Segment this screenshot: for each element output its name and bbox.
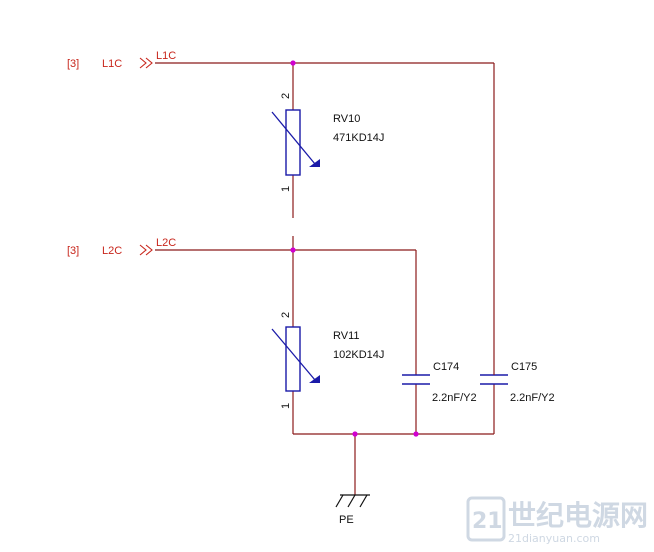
rv10-ref: RV10 [333,113,360,125]
rv11-pin-top: 2 [280,312,292,318]
rv11-pin-bottom: 1 [280,403,292,409]
watermark: 21 世纪电源网 21dianyuan.com [466,496,648,545]
rv10-value: 471KD14J [333,132,384,144]
port-l1c-chevron-2 [145,57,153,69]
ground-hatch [335,494,344,508]
c175-ref: C175 [511,361,537,373]
varistor-rv11 [271,326,320,392]
port-l2c-name: L2C [102,245,122,257]
varistor-slash [271,328,316,381]
rv11-value: 102KD14J [333,349,384,361]
port-l1c-name: L1C [102,58,122,70]
c174-ref: C174 [433,361,459,373]
varistor-body [285,326,301,392]
varistor-rv10 [271,109,320,176]
port-l1c-chevron-1 [139,57,147,69]
port-l1c-sheet-ref: [3] [67,58,79,70]
ground-hatch [359,494,368,508]
net-label-l1c: L1C [156,50,176,62]
wires [155,62,495,495]
varistor-body [285,109,301,176]
rv11-ref: RV11 [333,330,360,342]
rv10-pin-top: 2 [280,93,292,99]
ground-hatch [347,494,356,508]
varistor-arrow [309,159,320,167]
watermark-text: 世纪电源网 [508,499,648,532]
port-l2c-chevron-1 [139,244,147,256]
junction-dot [290,60,296,66]
varistor-arrow [309,375,320,383]
junction-dot [290,247,296,253]
junction-dot [352,431,358,437]
net-label-l2c: L2C [156,237,176,249]
rv10-pin-bottom: 1 [280,186,292,192]
capacitor-c175 [480,374,508,385]
varistor-slash [271,111,316,165]
ground-pe-symbol [335,494,370,508]
watermark-logo-box [466,496,506,542]
capacitor-c174 [402,374,430,385]
watermark-logo-digits: 21 [472,509,503,534]
port-l2c-sheet-ref: [3] [67,245,79,257]
watermark-url: 21dianyuan.com [508,532,600,545]
ground-pe-label: PE [339,514,354,526]
c175-value: 2.2nF/Y2 [510,392,555,404]
port-l2c-chevron-2 [145,244,153,256]
junction-dot [413,431,419,437]
c174-value: 2.2nF/Y2 [432,392,477,404]
